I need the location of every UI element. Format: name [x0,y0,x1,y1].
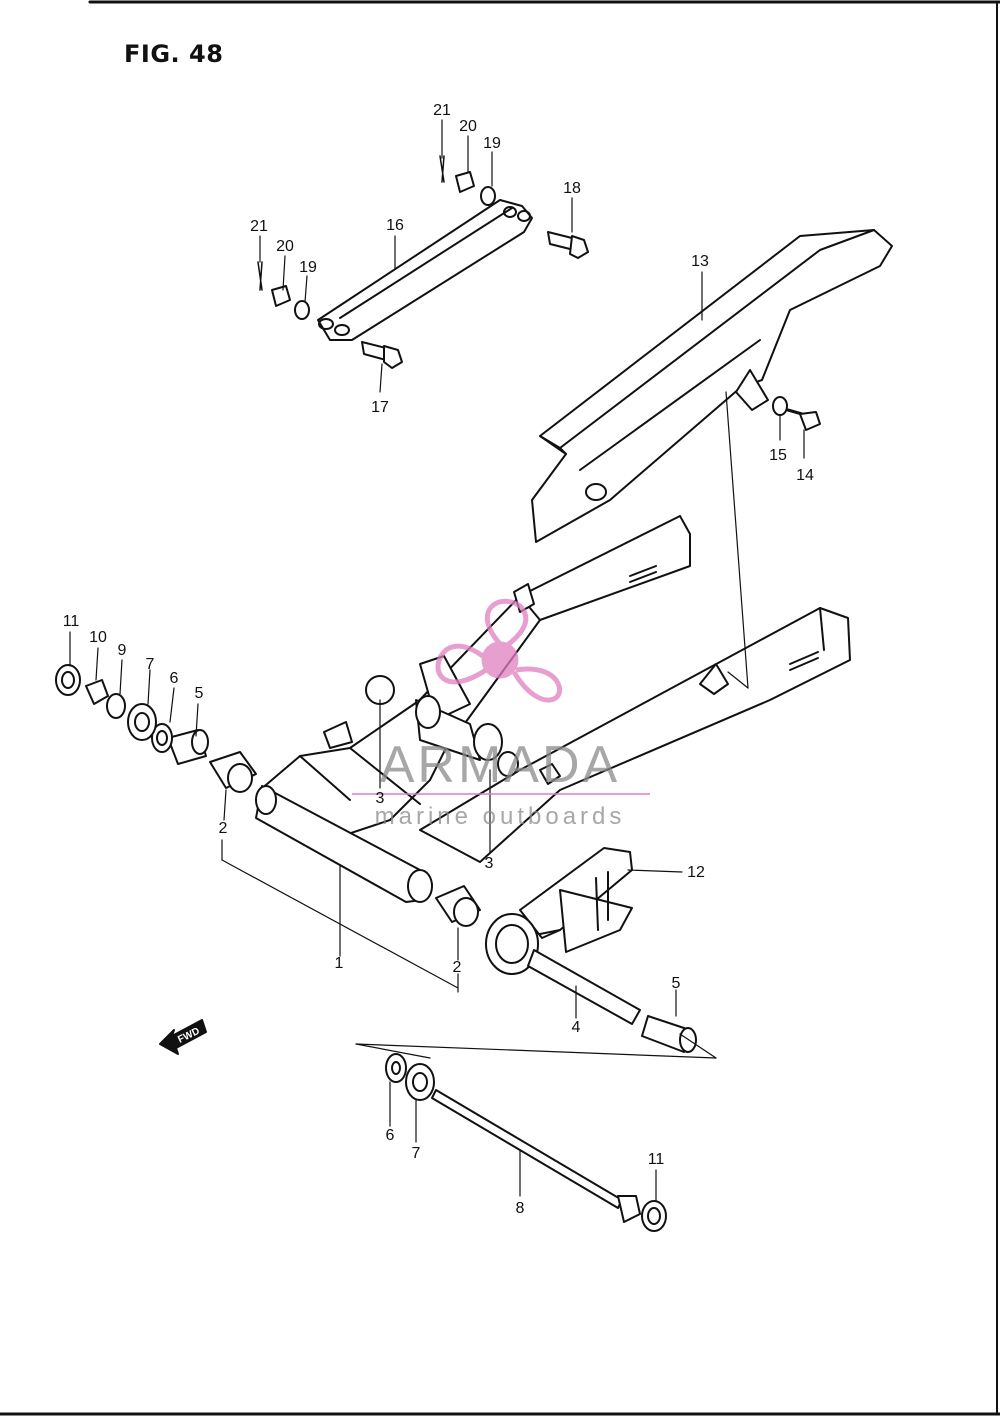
callout-21: 21 [433,102,451,119]
callout-21: 21 [250,218,268,235]
callout-20: 20 [276,238,294,255]
callout-7: 7 [146,656,155,673]
part-16-cushion-rod [317,199,533,341]
callout-16: 16 [386,217,404,234]
callout-8: 8 [516,1200,525,1217]
part-13-chain-case [531,229,893,543]
figure-title: FIG. 48 [124,40,224,68]
part-18-bolt [547,231,589,259]
callout-3: 3 [485,855,494,872]
callout-numbers: 21 20 19 18 16 21 20 19 17 13 15 14 11 1… [63,102,814,1217]
fwd-label: FWD [176,1026,201,1046]
callout-6: 6 [386,1127,395,1144]
callout-18: 18 [563,180,581,197]
callout-5: 5 [672,975,681,992]
callout-2: 2 [453,959,462,976]
part-17-bolt [361,341,403,369]
callout-14: 14 [796,467,814,484]
callout-20: 20 [459,118,477,135]
parts-19-21-upper-fasteners [257,155,496,320]
parts-2-bearings [209,751,481,927]
callout-7: 7 [412,1145,421,1162]
callout-leader-lines [69,119,805,1201]
callout-11: 11 [648,1151,665,1168]
watermark-tagline: marine outboards [375,803,626,830]
armada-watermark: ARMADA marine outboards [352,598,650,830]
part-4-rod-collar [485,913,641,1025]
callout-15: 15 [769,447,787,464]
callout-13: 13 [691,253,709,270]
watermark-brand: ARMADA [380,736,620,794]
callout-10: 10 [89,629,107,646]
callout-5: 5 [195,685,204,702]
fwd-arrow-icon [159,1019,207,1055]
callout-1: 1 [335,955,344,972]
callout-3: 3 [376,790,385,807]
callout-12: 12 [687,864,705,881]
parts-6-8-11-lower-stack [385,1053,667,1232]
callout-9: 9 [118,642,127,659]
propeller-logo-icon [435,598,563,703]
callout-6: 6 [170,670,179,687]
parts-14-15-case-bolt-washer [772,396,821,431]
parts-5-11-left-stack [55,664,209,765]
callout-19: 19 [299,259,317,276]
callout-19: 19 [483,135,501,152]
callout-4: 4 [572,1019,581,1036]
callout-17: 17 [371,399,389,416]
part-1-swingarm [255,515,851,903]
callout-11: 11 [63,613,80,630]
callout-2: 2 [219,820,228,837]
part-5-lower-spacer [641,1015,697,1053]
